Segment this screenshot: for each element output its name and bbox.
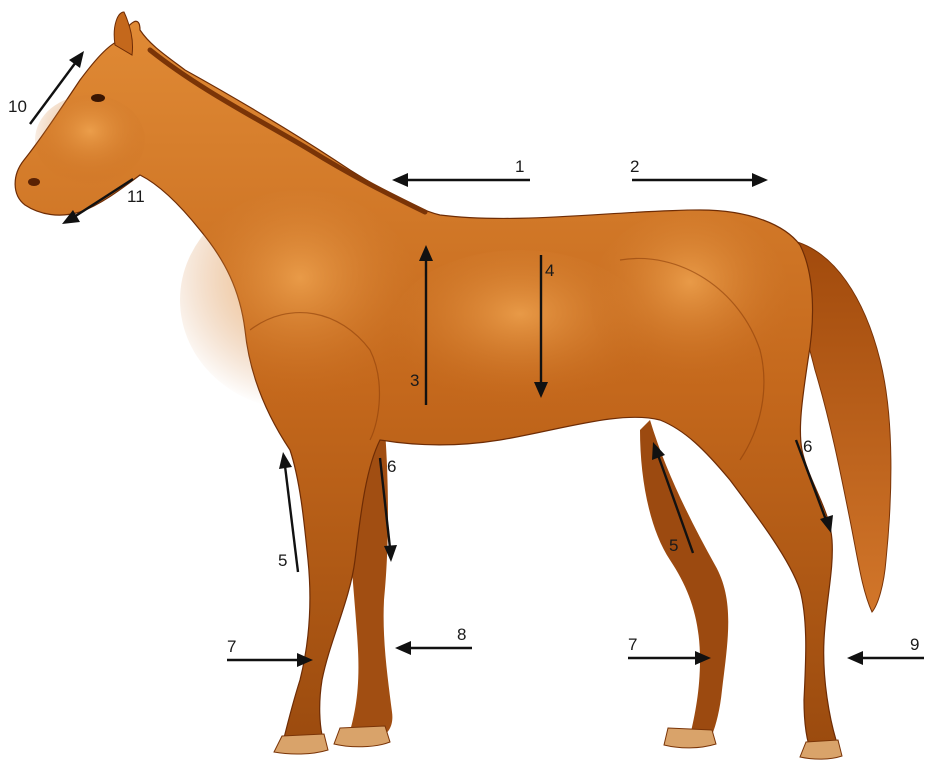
head-highlight <box>35 95 145 185</box>
label-2: 2 <box>630 157 639 176</box>
near-fore-hoof <box>274 734 328 754</box>
label-9: 9 <box>910 635 919 654</box>
label-4: 4 <box>545 261 554 280</box>
label-10: 10 <box>8 97 27 116</box>
label-7-hind: 7 <box>628 635 637 654</box>
near-hind-hoof <box>800 740 842 759</box>
label-7-front: 7 <box>227 637 236 656</box>
nostril <box>28 178 40 186</box>
arrow-8: 8 <box>395 625 472 655</box>
arrow-9: 9 <box>847 635 924 665</box>
shoulder-highlight <box>180 190 420 410</box>
arrow-7-hind: 7 <box>628 635 711 665</box>
label-5-hind: 5 <box>669 536 678 555</box>
arrow-2: 2 <box>630 157 768 187</box>
arrow-7-front: 7 <box>227 637 313 667</box>
far-hind-leg <box>640 420 728 736</box>
label-1: 1 <box>515 157 524 176</box>
far-hind-hoof <box>664 728 716 748</box>
label-5-front: 5 <box>278 551 287 570</box>
eye <box>91 94 105 102</box>
far-fore-hoof <box>334 726 390 747</box>
hip-highlight <box>590 210 790 390</box>
label-3: 3 <box>410 371 419 390</box>
label-8: 8 <box>457 625 466 644</box>
label-6-front: 6 <box>387 457 396 476</box>
label-6-hind: 6 <box>803 437 812 456</box>
arrow-1: 1 <box>392 157 530 187</box>
label-11: 11 <box>127 187 145 206</box>
